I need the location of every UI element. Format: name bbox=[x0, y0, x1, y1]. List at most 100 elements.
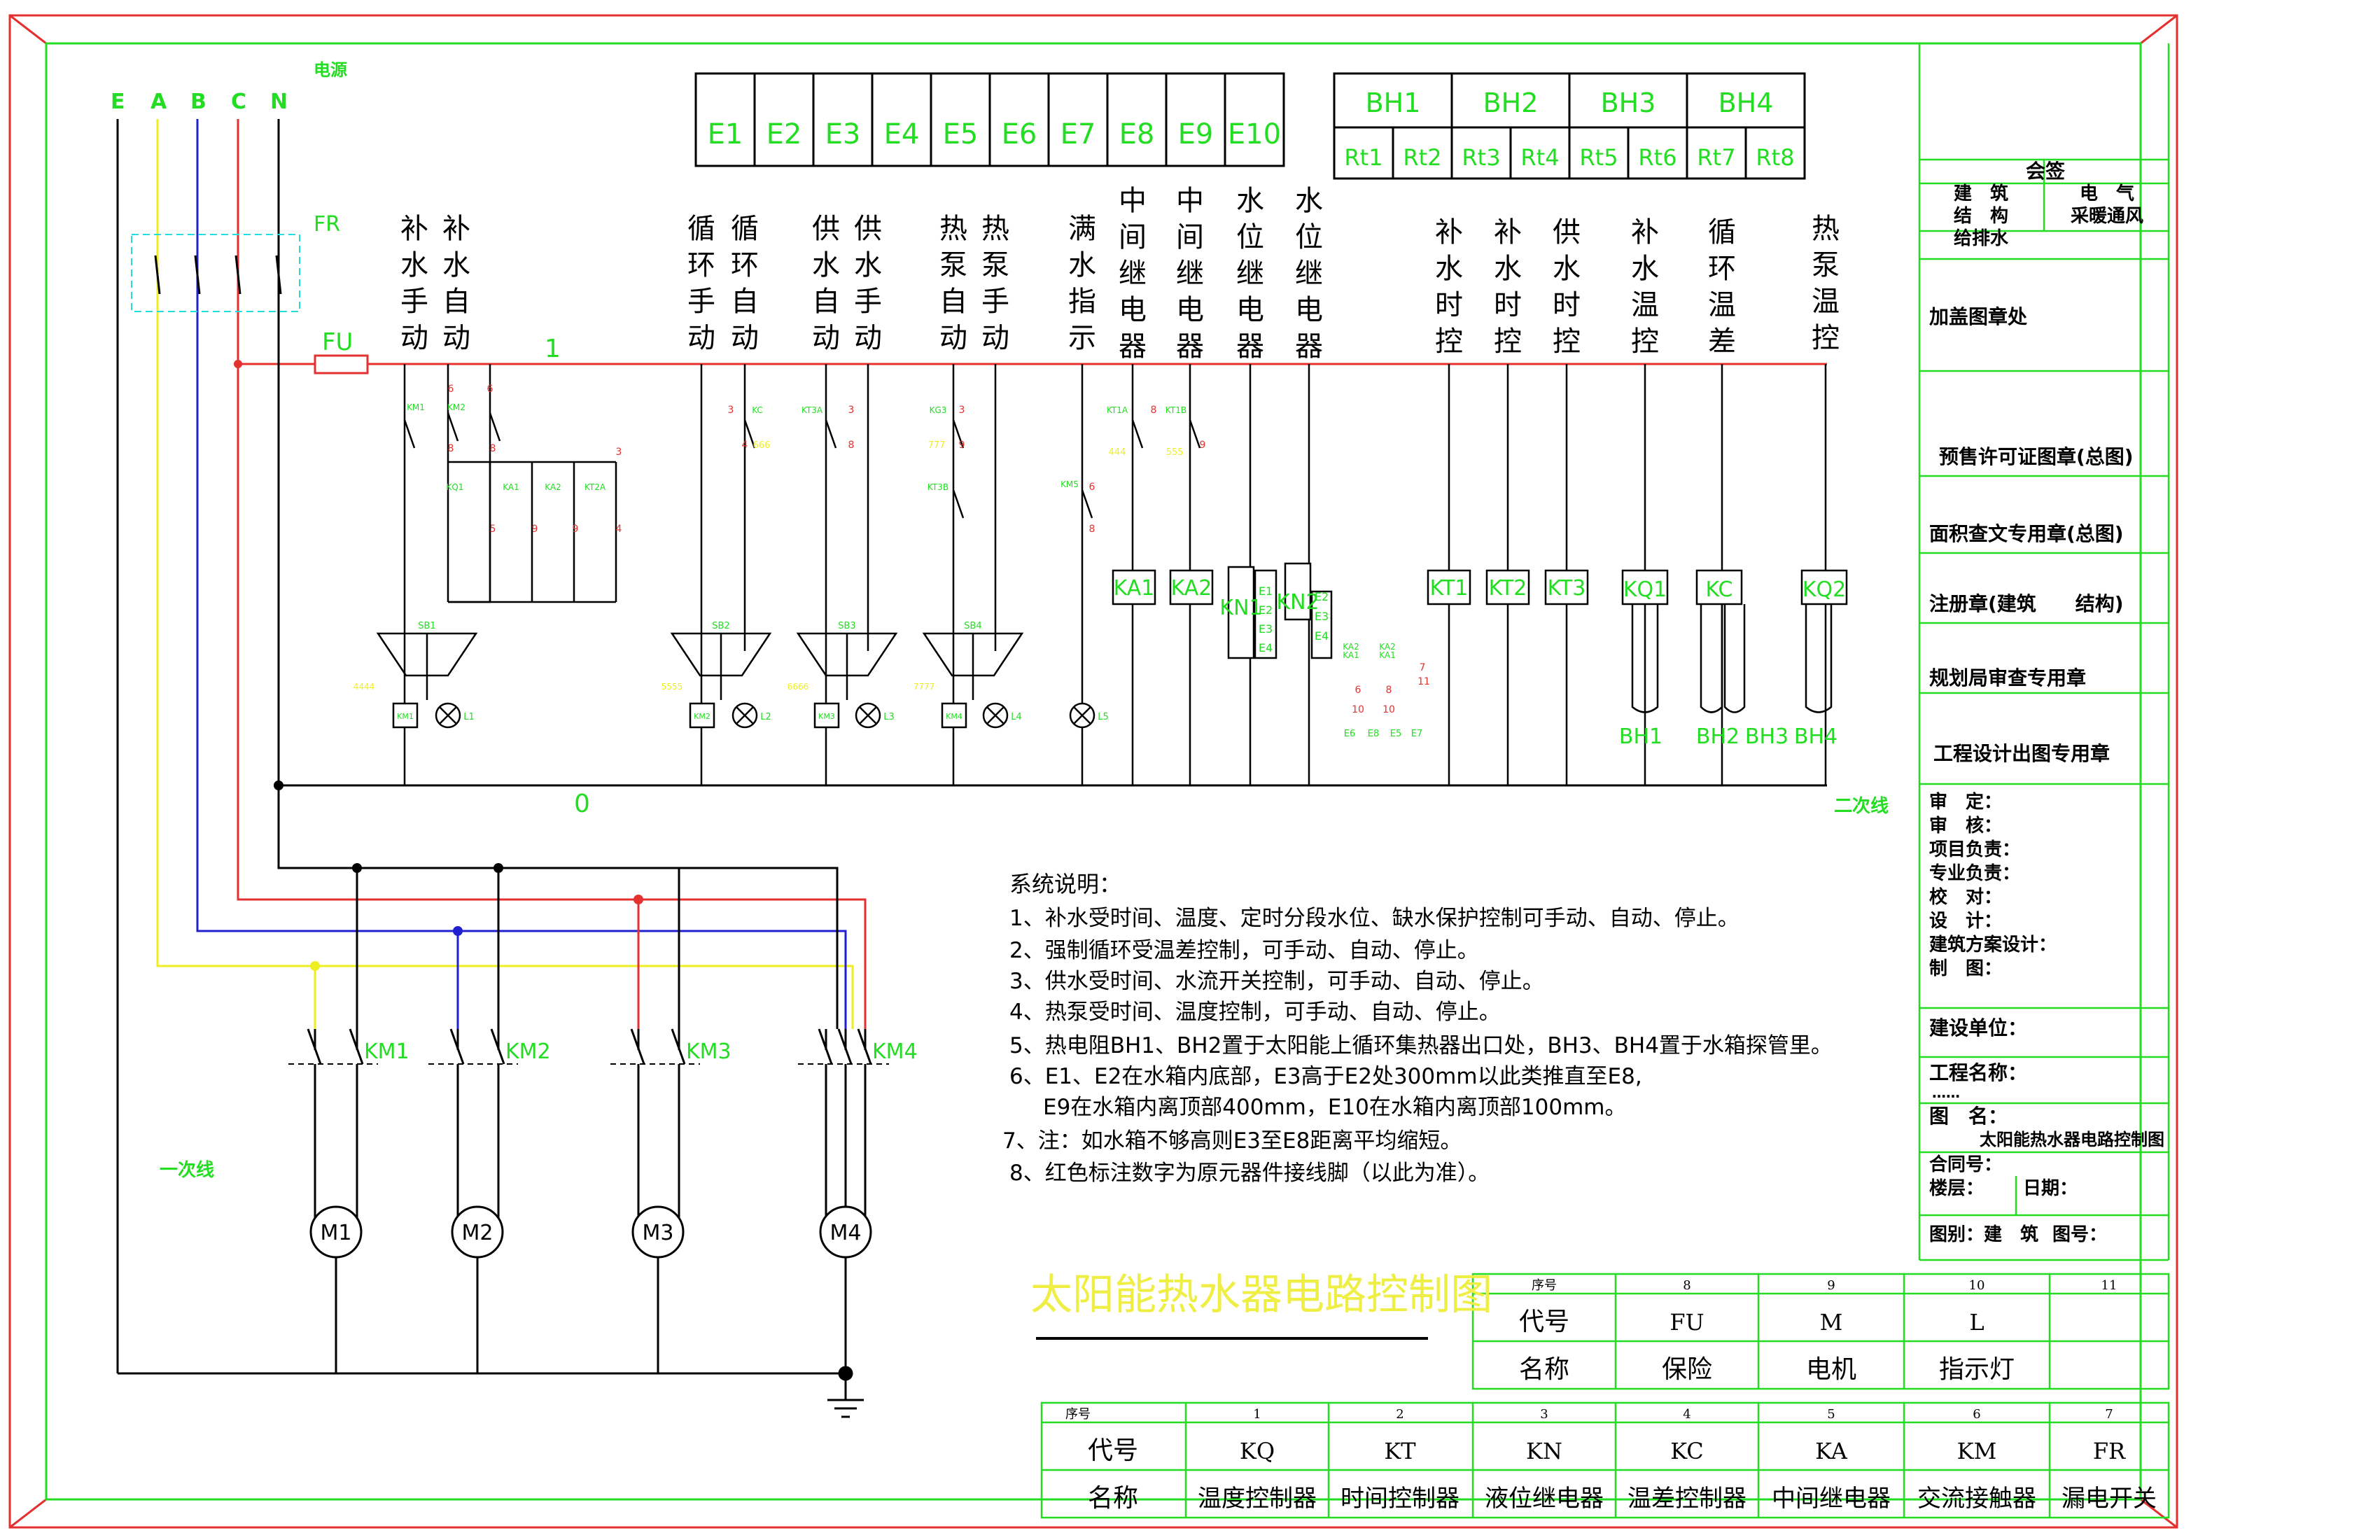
column-label-5: 供水自动 bbox=[812, 213, 840, 354]
line0-label: 0 bbox=[574, 790, 590, 818]
tb-huiqian: 会签 bbox=[2026, 160, 2065, 183]
legend-bottom-seq-4: 5 bbox=[1827, 1407, 1835, 1422]
column-label-10: 中间继电器 bbox=[1119, 185, 1147, 363]
note-line-3: 3、供水受时间、水流开关控制，可手动、自动、停止。 bbox=[1009, 969, 1544, 994]
legend-bottom-code-3: KC bbox=[1670, 1438, 1704, 1464]
contact-label-7: KT3A bbox=[802, 405, 823, 415]
sensor-terminal-6: Rt6 bbox=[1638, 144, 1676, 171]
column-label-19: 热泵温控 bbox=[1812, 213, 1840, 354]
legend-bottom-seq-3: 4 bbox=[1683, 1407, 1690, 1422]
note-line-5: 5、热电阻BH1、BH2置于太阳能上循环集热器出口处，BH3、BH4置于水箱探管… bbox=[1009, 1033, 1833, 1058]
drawing-title: 太阳能热水器电路控制图 bbox=[1030, 1270, 1492, 1320]
legend-bottom-seq-5: 6 bbox=[1973, 1407, 1980, 1422]
main-contactor-contacts bbox=[288, 1028, 889, 1218]
motor-wires bbox=[314, 868, 680, 1029]
legend-bottom-grid bbox=[1040, 1401, 2170, 1519]
column-label-18: 循环温差 bbox=[1708, 216, 1736, 358]
pin-label-5: 9 bbox=[532, 524, 538, 535]
sensor-terminal-8: Rt8 bbox=[1756, 144, 1794, 171]
kn1-terminal-3: E4 bbox=[1259, 641, 1273, 654]
tb-role-1: 审 核： bbox=[1929, 815, 2002, 836]
legend-bottom-name-4: 中间继电器 bbox=[1772, 1485, 1891, 1513]
switch-code-3: 6666 bbox=[788, 682, 809, 692]
contact-label-16: KA2 bbox=[1379, 642, 1396, 652]
note-line-6: 6、E1、E2在水箱内底部，E3高于E2处300mm以此类推直至E8, bbox=[1009, 1064, 1642, 1089]
pin-label-13: 3 bbox=[959, 405, 965, 416]
electrode-5: E5 bbox=[943, 118, 979, 150]
misc-label-2: 444 bbox=[1109, 447, 1126, 458]
tb-drawing-no: 图号： bbox=[2052, 1224, 2107, 1245]
contact-label-9: KT3B bbox=[927, 482, 948, 492]
lamp-label-4: L4 bbox=[1011, 712, 1022, 722]
switch-label-3: SB3 bbox=[838, 621, 855, 631]
legend-bottom-code-4: KA bbox=[1815, 1438, 1848, 1464]
tb-disc-left-2: 给排水 bbox=[1954, 227, 2009, 249]
secondary-label: 二次线 bbox=[1834, 796, 1889, 817]
tb-drawing-name-label: 图 名： bbox=[1929, 1105, 2008, 1128]
coil-kn2-3: KN2 bbox=[1276, 590, 1319, 615]
probe-3: BH3 bbox=[1745, 724, 1788, 749]
coil-kt1-4: KT1 bbox=[1430, 576, 1469, 601]
misc-label-0: 666 bbox=[753, 440, 771, 451]
electrode-7: E7 bbox=[1060, 118, 1096, 150]
legend-top-seq-2: 10 bbox=[1969, 1278, 1985, 1293]
kn1-terminal-1: E2 bbox=[1259, 603, 1273, 617]
coil-kt2-5: KT2 bbox=[1489, 576, 1527, 601]
pin-label-10: 4 bbox=[742, 440, 748, 451]
kn2-terminal-2: E4 bbox=[1315, 629, 1329, 643]
power-label: 电源 bbox=[314, 60, 347, 80]
legend-bottom-name-0: 温度控制器 bbox=[1198, 1485, 1317, 1513]
legend-top-code-1: M bbox=[1820, 1309, 1843, 1336]
contact-label-15: KA2 bbox=[1343, 642, 1359, 652]
lamp-label-2: L2 bbox=[760, 712, 771, 722]
legend-bottom-code-5: KM bbox=[1957, 1438, 1997, 1464]
switch-label-1: SB1 bbox=[418, 621, 435, 631]
tb-date: 日期： bbox=[2023, 1178, 2078, 1199]
motor-3: M3 bbox=[643, 1221, 674, 1245]
contact-label-1: KM2 bbox=[447, 402, 465, 412]
pin-label-23: 10 bbox=[1352, 704, 1364, 715]
fr-label: FR bbox=[314, 212, 340, 237]
pin-label-19: 7 bbox=[1420, 662, 1426, 673]
coil-kq1-7: KQ1 bbox=[1623, 578, 1667, 602]
pin-label-21: 8 bbox=[1386, 685, 1392, 696]
legend-top-code-label: 代号 bbox=[1519, 1308, 1569, 1336]
contact-label-8: KG3 bbox=[930, 405, 947, 415]
notes-title: 系统说明： bbox=[1009, 871, 1121, 897]
title-block-grid bbox=[1918, 43, 2170, 1261]
contact-label-11: KT1A bbox=[1107, 405, 1128, 415]
contact-label-13: KA1 bbox=[1343, 650, 1359, 660]
tb-floor: 楼层： bbox=[1929, 1178, 1984, 1199]
pin-label-1: 6 bbox=[487, 384, 493, 395]
misc-label-6: E5 bbox=[1390, 729, 1402, 739]
contact-label-3: KA1 bbox=[503, 482, 519, 492]
electrode-10: E10 bbox=[1228, 118, 1281, 150]
phase-e: E bbox=[111, 90, 125, 114]
pin-label-20: 6 bbox=[1355, 685, 1362, 696]
phase-c: C bbox=[231, 90, 246, 114]
tb-project-value: …… bbox=[1932, 1084, 1960, 1101]
column-label-7: 热泵自动 bbox=[939, 213, 967, 354]
tb-drawing-name: 太阳能热水器电路控制图 bbox=[1980, 1130, 2164, 1149]
tb-disc-left-0: 建 筑 bbox=[1954, 183, 2008, 204]
power-lines bbox=[116, 119, 1827, 1375]
lamp-label-1: L1 bbox=[463, 712, 475, 722]
phase-n: N bbox=[270, 90, 288, 114]
legend-bottom-code-2: KN bbox=[1526, 1438, 1562, 1464]
main-contactor-4: KM4 bbox=[872, 1040, 918, 1064]
small-coils-lamps bbox=[392, 702, 1096, 729]
coil-boxes bbox=[1112, 562, 1848, 659]
legend-bottom-seq-0: 1 bbox=[1253, 1407, 1261, 1422]
legend-top-seq-3: 11 bbox=[2101, 1278, 2118, 1293]
tb-disc-left-1: 结 构 bbox=[1954, 206, 2008, 227]
phase-b: B bbox=[190, 90, 206, 114]
legend-bottom-name-1: 时间控制器 bbox=[1340, 1485, 1460, 1513]
contact-label-4: KA2 bbox=[545, 482, 561, 492]
kn1-terminal-0: E1 bbox=[1259, 584, 1273, 598]
column-label-15: 补水时控 bbox=[1494, 216, 1522, 358]
pin-label-9: 3 bbox=[728, 405, 734, 416]
sensor-group-3: BH3 bbox=[1601, 88, 1656, 118]
contact-label-12: KT1B bbox=[1166, 405, 1186, 415]
tb-contract: 合同号： bbox=[1929, 1154, 2002, 1175]
pin-label-14: 9 bbox=[959, 440, 965, 451]
